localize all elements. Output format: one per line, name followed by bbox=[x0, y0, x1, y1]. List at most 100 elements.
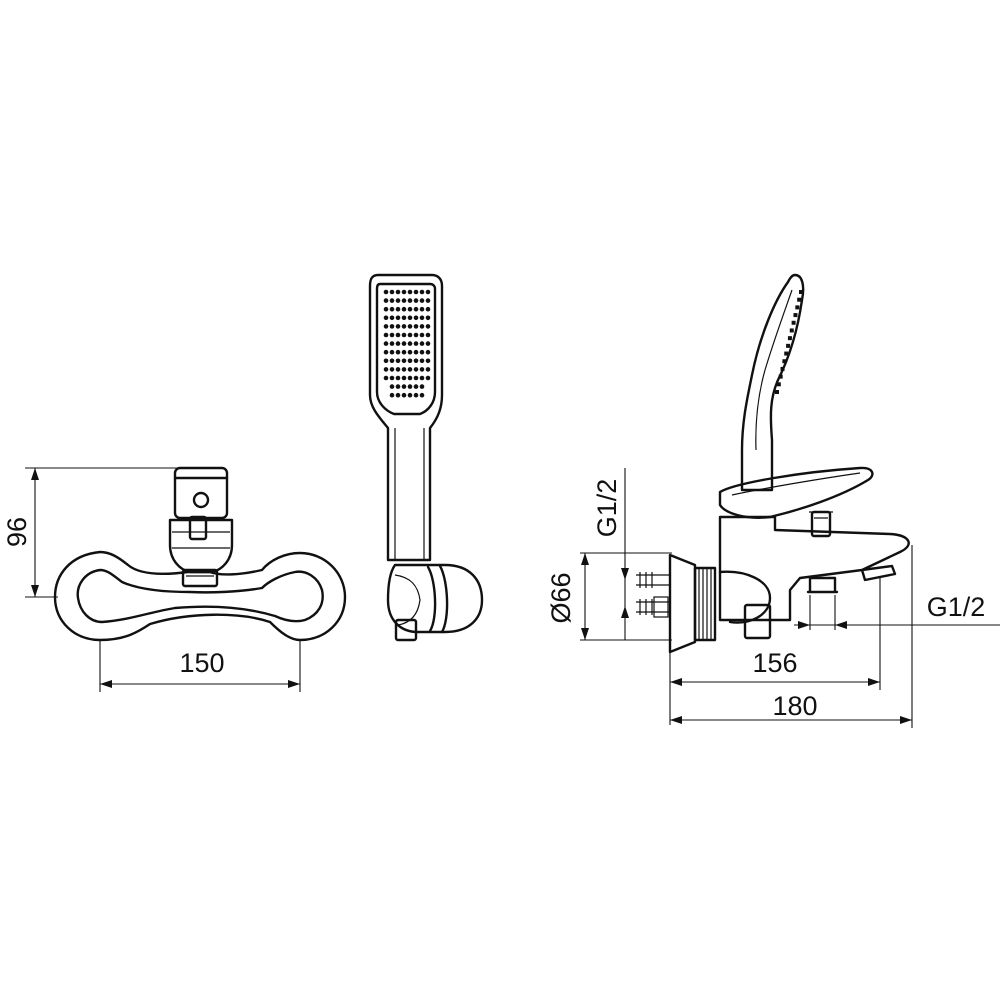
nozzle-dot bbox=[401, 332, 407, 338]
nozzle-dot bbox=[407, 289, 413, 295]
nozzle-dot bbox=[419, 349, 425, 355]
nozzle-dot bbox=[413, 289, 419, 295]
shower-holder-ring bbox=[394, 574, 421, 626]
nozzle-dot bbox=[419, 392, 425, 398]
nozzle-dot bbox=[425, 315, 431, 321]
side-nozzle bbox=[780, 366, 785, 371]
nozzle-dot bbox=[383, 375, 389, 381]
side-body bbox=[718, 515, 910, 622]
nozzle-dot bbox=[407, 392, 413, 398]
side-nozzle bbox=[787, 336, 792, 341]
nozzle-dot bbox=[413, 341, 419, 346]
nozzle-dot bbox=[395, 341, 401, 346]
side-nozzle bbox=[793, 313, 798, 318]
side-nozzle bbox=[795, 305, 800, 310]
nozzle-dot bbox=[389, 392, 395, 398]
dimension-g12-left: G1/2 bbox=[580, 468, 672, 641]
nozzle-dot bbox=[389, 315, 395, 321]
nozzle-dot bbox=[419, 324, 425, 329]
handle-clip bbox=[188, 515, 208, 541]
nozzle-dot bbox=[401, 392, 407, 398]
nozzle-dot bbox=[401, 315, 407, 321]
nozzle-dot bbox=[425, 298, 431, 303]
nozzle-dot bbox=[395, 358, 401, 364]
nozzle-dot bbox=[383, 349, 389, 355]
dimension-g12-right-label: G1/2 bbox=[927, 592, 986, 622]
nozzle-dot bbox=[407, 349, 413, 355]
nozzle-dot bbox=[395, 375, 401, 381]
nozzle-dot bbox=[425, 341, 431, 346]
nozzle-dot bbox=[419, 332, 425, 338]
dimension-g12-left-label: G1/2 bbox=[592, 479, 622, 538]
nozzle-dot bbox=[413, 375, 419, 381]
nozzle-dot bbox=[407, 298, 413, 303]
nozzle-dot bbox=[419, 315, 425, 321]
dimension-d66-label: Ø66 bbox=[546, 572, 576, 623]
nozzle-dot bbox=[413, 332, 419, 338]
nozzle-dot bbox=[389, 349, 395, 355]
handle-knob-icon bbox=[192, 491, 210, 509]
nozzle-dot bbox=[383, 306, 389, 312]
nozzle-dot bbox=[425, 375, 431, 381]
nozzle-dot bbox=[425, 289, 431, 295]
nozzle-dot bbox=[419, 341, 425, 346]
nozzle-dot bbox=[395, 332, 401, 338]
dimension-156-label: 156 bbox=[752, 648, 797, 678]
side-support bbox=[743, 603, 772, 640]
nozzle-dot bbox=[395, 392, 401, 398]
dimension-156: 156 bbox=[669, 578, 881, 725]
nozzle-dot bbox=[419, 306, 425, 312]
nozzle-dot bbox=[413, 384, 419, 389]
nozzle-dot bbox=[407, 332, 413, 338]
cartridge-body bbox=[168, 518, 234, 574]
nozzle-dot bbox=[383, 332, 389, 338]
nozzle-dot bbox=[401, 289, 407, 295]
dimension-d66: Ø66 bbox=[546, 553, 589, 640]
side-nozzle bbox=[799, 290, 803, 294]
side-lever-detail bbox=[731, 472, 861, 496]
nozzle-dot bbox=[401, 298, 407, 303]
nozzle-dot bbox=[383, 341, 389, 346]
side-nozzle bbox=[784, 351, 789, 356]
side-nozzle bbox=[775, 390, 779, 394]
wall-fitting-upper bbox=[636, 572, 670, 588]
spout-outlet bbox=[181, 568, 219, 588]
dimension-96: 96 bbox=[2, 467, 178, 598]
nozzle-dot bbox=[401, 367, 407, 372]
nozzle-dot bbox=[383, 315, 389, 321]
cartridge-detail bbox=[172, 531, 230, 549]
nozzle-dot bbox=[383, 358, 389, 364]
nozzle-dot bbox=[419, 298, 425, 303]
nozzle-dot bbox=[389, 324, 395, 329]
nozzle-dot bbox=[383, 367, 389, 372]
nozzle-dot bbox=[407, 384, 413, 389]
nozzle-dot bbox=[389, 341, 395, 346]
nozzle-dot bbox=[419, 289, 425, 295]
nozzle-grid bbox=[383, 289, 431, 398]
nozzle-dot bbox=[395, 367, 401, 372]
side-escutcheon bbox=[668, 553, 697, 654]
nozzle-dot bbox=[395, 349, 401, 355]
nozzle-dot bbox=[401, 358, 407, 364]
nozzle-dot bbox=[401, 375, 407, 381]
nozzle-dot bbox=[389, 332, 395, 338]
nozzle-dot bbox=[407, 315, 413, 321]
dimension-96-label: 96 bbox=[2, 517, 32, 547]
side-eccentric-rings bbox=[698, 568, 712, 640]
side-eccentric bbox=[693, 566, 717, 642]
nozzle-dot bbox=[419, 375, 425, 381]
nozzle-dot bbox=[389, 384, 395, 389]
side-spout-outlet bbox=[860, 564, 897, 582]
nozzle-dot bbox=[389, 367, 395, 372]
nozzle-dot bbox=[383, 298, 389, 303]
side-nozzle bbox=[786, 343, 791, 348]
nozzle-dot bbox=[401, 384, 407, 389]
side-cartridge-round bbox=[718, 570, 772, 624]
nozzle-dot bbox=[383, 289, 389, 295]
side-nozzle bbox=[778, 374, 783, 379]
wall-fitting-nut bbox=[653, 596, 669, 618]
nozzle-dot bbox=[425, 324, 431, 329]
dimension-180: 180 bbox=[670, 545, 913, 728]
side-outlet bbox=[806, 576, 839, 594]
